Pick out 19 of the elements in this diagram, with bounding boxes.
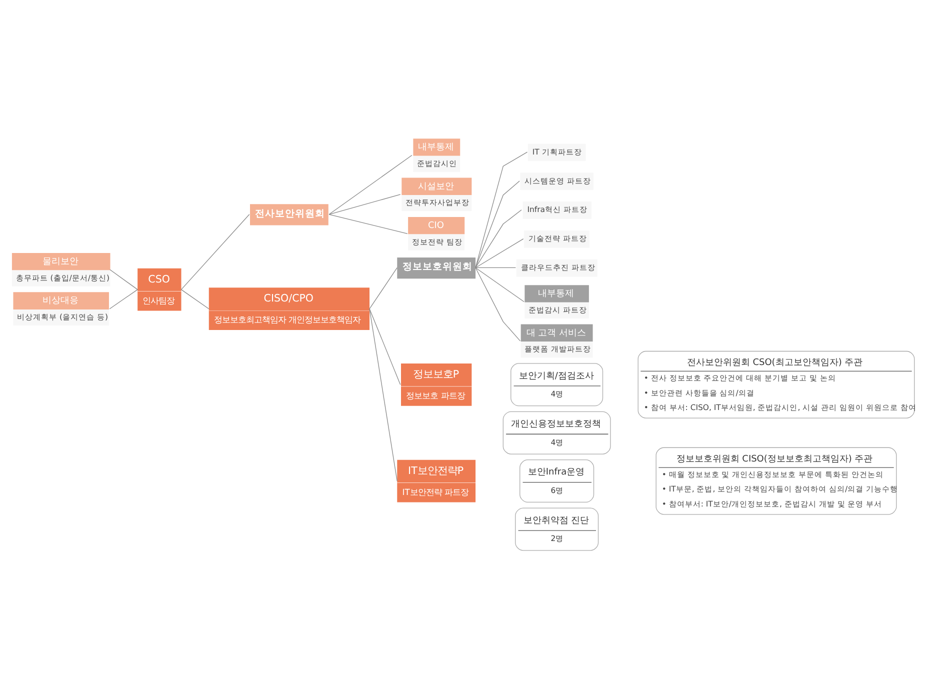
connector xyxy=(328,194,401,215)
connector xyxy=(180,289,210,310)
node-box: 정보보호위원회 xyxy=(397,257,476,279)
connector xyxy=(109,289,138,310)
connector xyxy=(369,308,398,482)
connector xyxy=(180,214,250,290)
connector xyxy=(475,238,524,268)
node-box: 전사보안위원회 xyxy=(250,204,328,226)
connector xyxy=(475,267,516,268)
connector xyxy=(475,267,524,302)
connector xyxy=(475,152,528,268)
connector xyxy=(328,154,412,215)
connector xyxy=(110,269,138,290)
connector xyxy=(475,210,522,268)
connector xyxy=(328,214,408,234)
connector xyxy=(475,180,520,268)
connector xyxy=(475,267,520,342)
connector xyxy=(369,267,398,310)
connector xyxy=(369,308,401,385)
